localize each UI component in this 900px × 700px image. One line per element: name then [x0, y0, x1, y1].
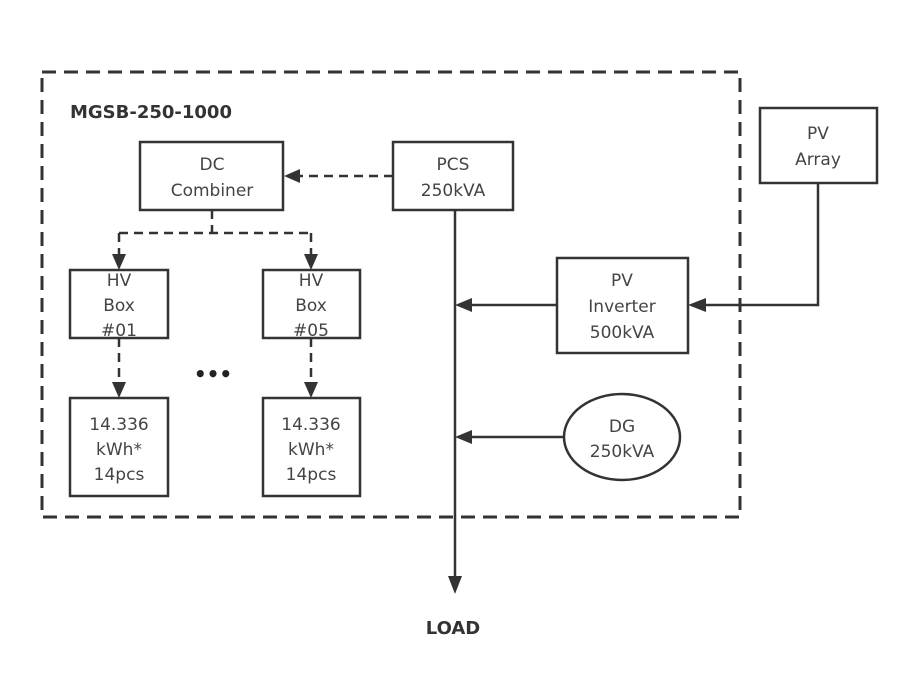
- svg-text:Array: Array: [795, 150, 841, 170]
- arrow-head: [688, 298, 706, 312]
- svg-text:#01: #01: [101, 321, 137, 341]
- svg-text:PCS: PCS: [437, 155, 470, 175]
- node-hv-box-05: HV Box #05: [261, 268, 362, 341]
- load-label: LOAD: [426, 618, 481, 639]
- svg-text:14pcs: 14pcs: [286, 465, 337, 485]
- arrow-head: [304, 254, 318, 270]
- svg-text:PV: PV: [611, 271, 633, 291]
- svg-text:500kVA: 500kVA: [590, 323, 655, 343]
- svg-text:Box: Box: [295, 296, 327, 316]
- edge-pv-array-inverter: [704, 183, 820, 307]
- arrow-head: [448, 576, 462, 594]
- node-battery-05: 14.336 kWh* 14pcs: [261, 396, 362, 498]
- node-battery-01: 14.336 kWh* 14pcs: [68, 396, 170, 498]
- ellipsis-more-boxes: •••: [194, 362, 232, 386]
- node-pv-inverter: PV Inverter 500kVA: [555, 256, 690, 355]
- arrow-head: [455, 430, 472, 444]
- svg-text:kWh*: kWh*: [96, 440, 142, 460]
- node-dg: DG 250kVA: [562, 392, 682, 482]
- arrow-head: [112, 254, 126, 270]
- svg-text:Box: Box: [103, 296, 135, 316]
- svg-text:250kVA: 250kVA: [590, 442, 655, 462]
- svg-text:14.336: 14.336: [89, 415, 148, 435]
- arrow-head: [112, 382, 126, 398]
- svg-text:HV: HV: [299, 271, 324, 291]
- svg-text:14.336: 14.336: [281, 415, 340, 435]
- node-pv-array: PV Array: [758, 106, 879, 185]
- svg-text:DG: DG: [609, 417, 635, 437]
- svg-text:DC: DC: [200, 155, 225, 175]
- svg-text:HV: HV: [107, 271, 132, 291]
- node-pcs: PCS 250kVA: [391, 140, 515, 212]
- system-title: MGSB-250-1000: [70, 102, 232, 123]
- svg-text:Combiner: Combiner: [171, 181, 254, 201]
- arrow-head: [304, 382, 318, 398]
- node-hv-box-01: HV Box #01: [68, 268, 170, 341]
- arrow-head: [284, 169, 300, 183]
- svg-text:kWh*: kWh*: [288, 440, 334, 460]
- svg-text:PV: PV: [807, 124, 829, 144]
- svg-text:#05: #05: [293, 321, 329, 341]
- svg-text:Inverter: Inverter: [588, 297, 655, 317]
- arrow-head: [455, 298, 472, 312]
- node-dc-combiner: DC Combiner: [138, 140, 285, 212]
- svg-text:250kVA: 250kVA: [421, 181, 486, 201]
- svg-text:14pcs: 14pcs: [94, 465, 145, 485]
